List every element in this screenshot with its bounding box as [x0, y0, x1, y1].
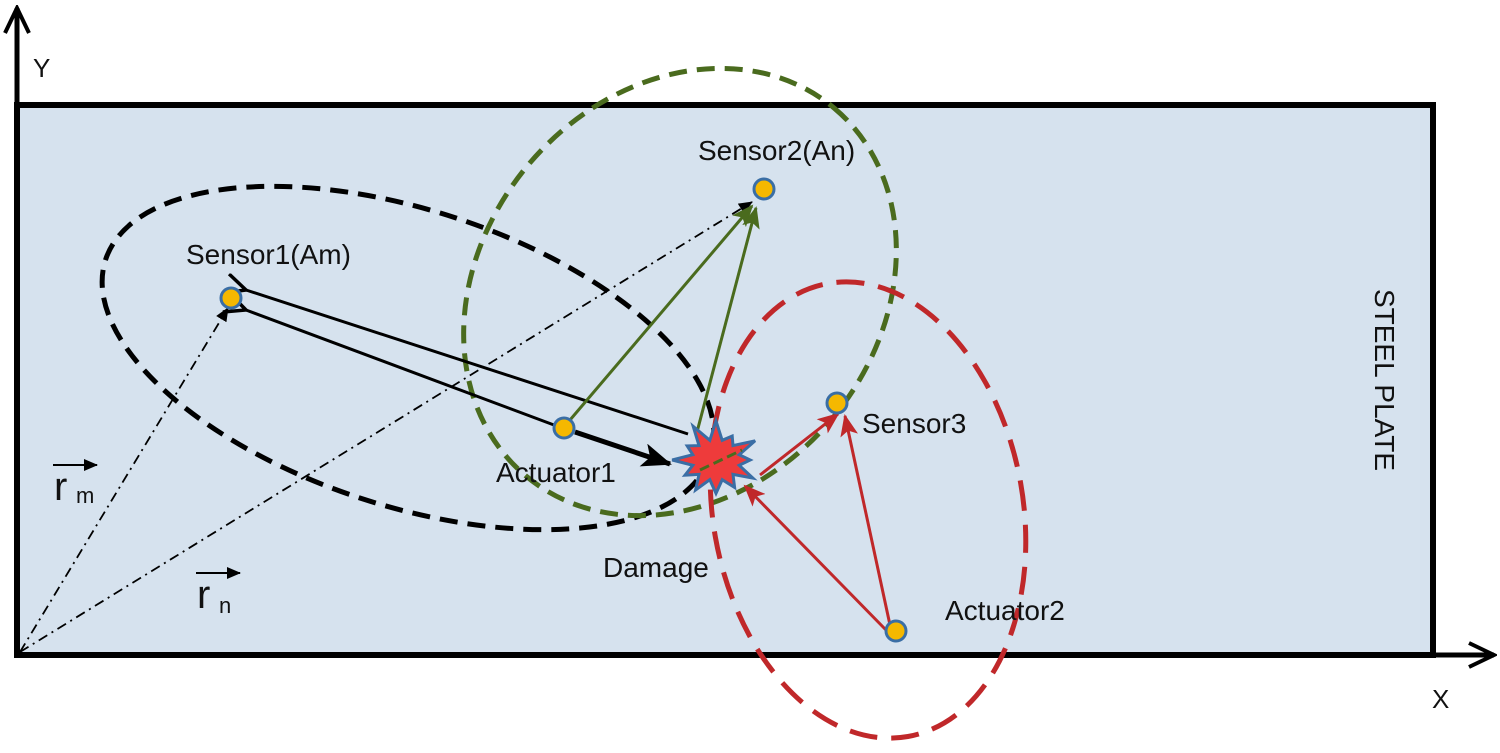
damage-label: Damage — [603, 552, 709, 583]
path-actuator2-to-sensor3 — [840, 414, 892, 626]
path-damage-to-sensor1 — [246, 290, 689, 436]
svg-text:n: n — [219, 593, 231, 618]
svg-text:r: r — [197, 573, 210, 617]
svg-text:m: m — [76, 483, 94, 508]
x-axis-label: X — [1432, 684, 1449, 714]
svg-text:r: r — [54, 465, 67, 509]
path-actuator2-to-damage — [743, 484, 888, 632]
vector-rn-label: r n — [196, 567, 241, 618]
actuator1-label: Actuator1 — [496, 457, 616, 488]
actuator1-node-icon — [552, 416, 576, 440]
ellipse-sensor3-actuator2 — [707, 279, 1029, 741]
sensor3-label: Sensor3 — [862, 408, 966, 439]
position-vector-rm — [19, 307, 229, 653]
path-actuator1-to-sensor2 — [568, 204, 754, 421]
vector-rm-label: r m — [53, 459, 98, 509]
path-damage-to-sensor2 — [695, 206, 760, 433]
damage-star-icon — [671, 415, 758, 498]
sensor3-node-icon — [825, 391, 849, 415]
sensor2-node-icon — [752, 177, 776, 201]
plate-label: STEEL PLATE — [1369, 289, 1400, 471]
path-actuator1-to-sensor1 — [246, 310, 563, 430]
path-actuator1-to-damage — [574, 429, 672, 467]
sensor1-node-icon — [219, 286, 243, 310]
actuator2-node-icon — [884, 619, 908, 643]
actuator2-label: Actuator2 — [945, 595, 1065, 626]
sensor1-label: Sensor1(Am) — [186, 239, 351, 270]
y-axis-label: Y — [33, 53, 50, 83]
path-damage-to-sensor3 — [759, 412, 840, 477]
sensor2-label: Sensor2(An) — [698, 135, 855, 166]
